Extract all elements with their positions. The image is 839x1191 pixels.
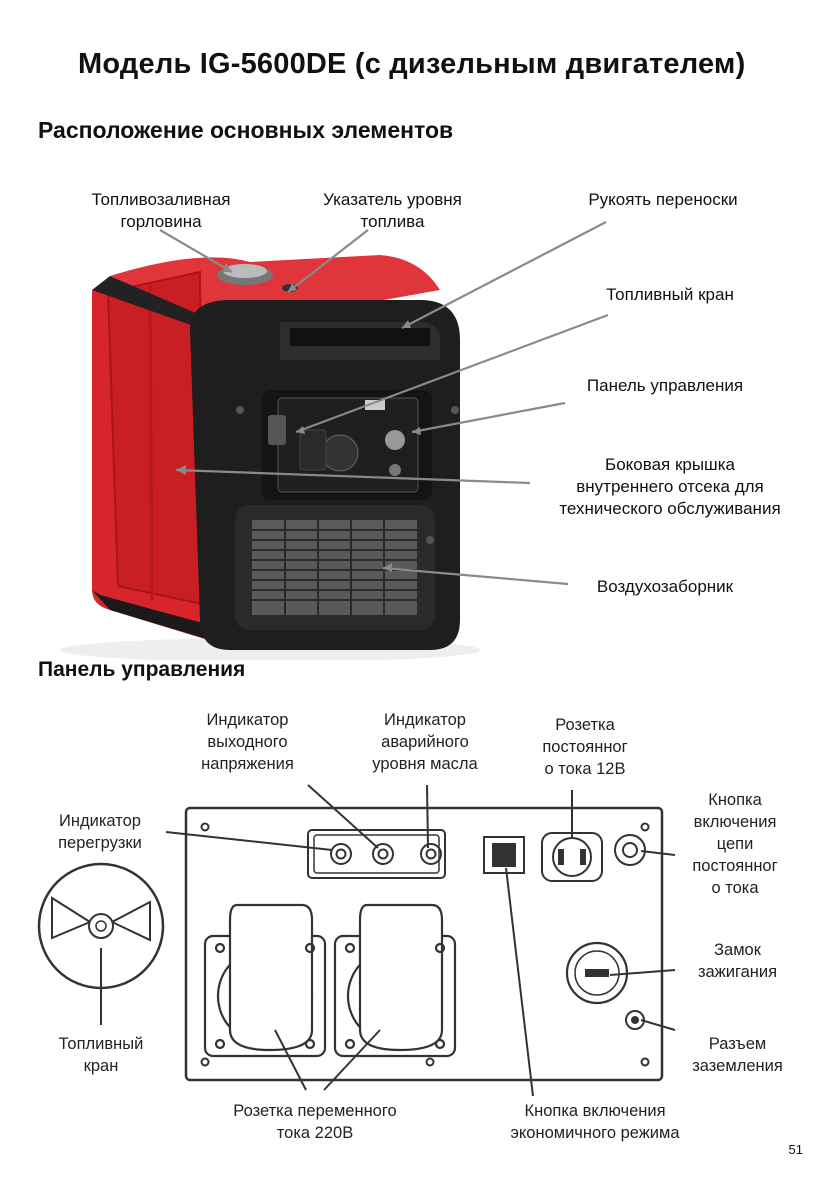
generator-illustration bbox=[60, 221, 609, 660]
label-oil-indicator: Индикатор аварийного уровня масла bbox=[372, 711, 478, 773]
label-ac-socket: Розетка переменного тока 220В bbox=[233, 1102, 397, 1142]
label-ground: Разъем заземления bbox=[692, 1035, 783, 1075]
label-dc-socket: Розетка постоянног о тока 12В bbox=[542, 716, 628, 778]
label-fuel-valve: Топливный кран bbox=[606, 285, 734, 304]
label-fuel-valve-panel: Топливный кран bbox=[58, 1035, 144, 1075]
page-title: Модель IG-5600DE (с дизельным двигателем… bbox=[78, 48, 746, 80]
page-number: 51 bbox=[788, 1142, 803, 1157]
label-output-indicator: Индикатор выходного напряжения bbox=[201, 711, 294, 773]
label-overload-indicator: Индикатор перегрузки bbox=[58, 812, 142, 852]
label-side-cover: Боковая крышка внутреннего отсека для те… bbox=[559, 455, 781, 518]
label-air-intake: Воздухозаборник bbox=[596, 577, 734, 596]
label-eco-button: Кнопка включения экономичного режима bbox=[510, 1102, 680, 1142]
label-control-panel: Панель управления bbox=[586, 376, 744, 395]
label-ignition: Замок зажигания bbox=[697, 941, 778, 981]
section-heading-main: Расположение основных элементов bbox=[38, 117, 454, 143]
label-fuel-gauge: Указатель уровня топлива bbox=[323, 190, 462, 231]
label-handle: Рукоять переноски bbox=[588, 190, 738, 209]
section-heading-panel: Панель управления bbox=[38, 658, 246, 681]
label-fuel-neck: Топливозаливная горловина bbox=[91, 190, 231, 231]
control-panel-diagram bbox=[37, 784, 676, 1097]
label-dc-button: Кнопка включения цепи постоянног о тока bbox=[692, 791, 778, 897]
